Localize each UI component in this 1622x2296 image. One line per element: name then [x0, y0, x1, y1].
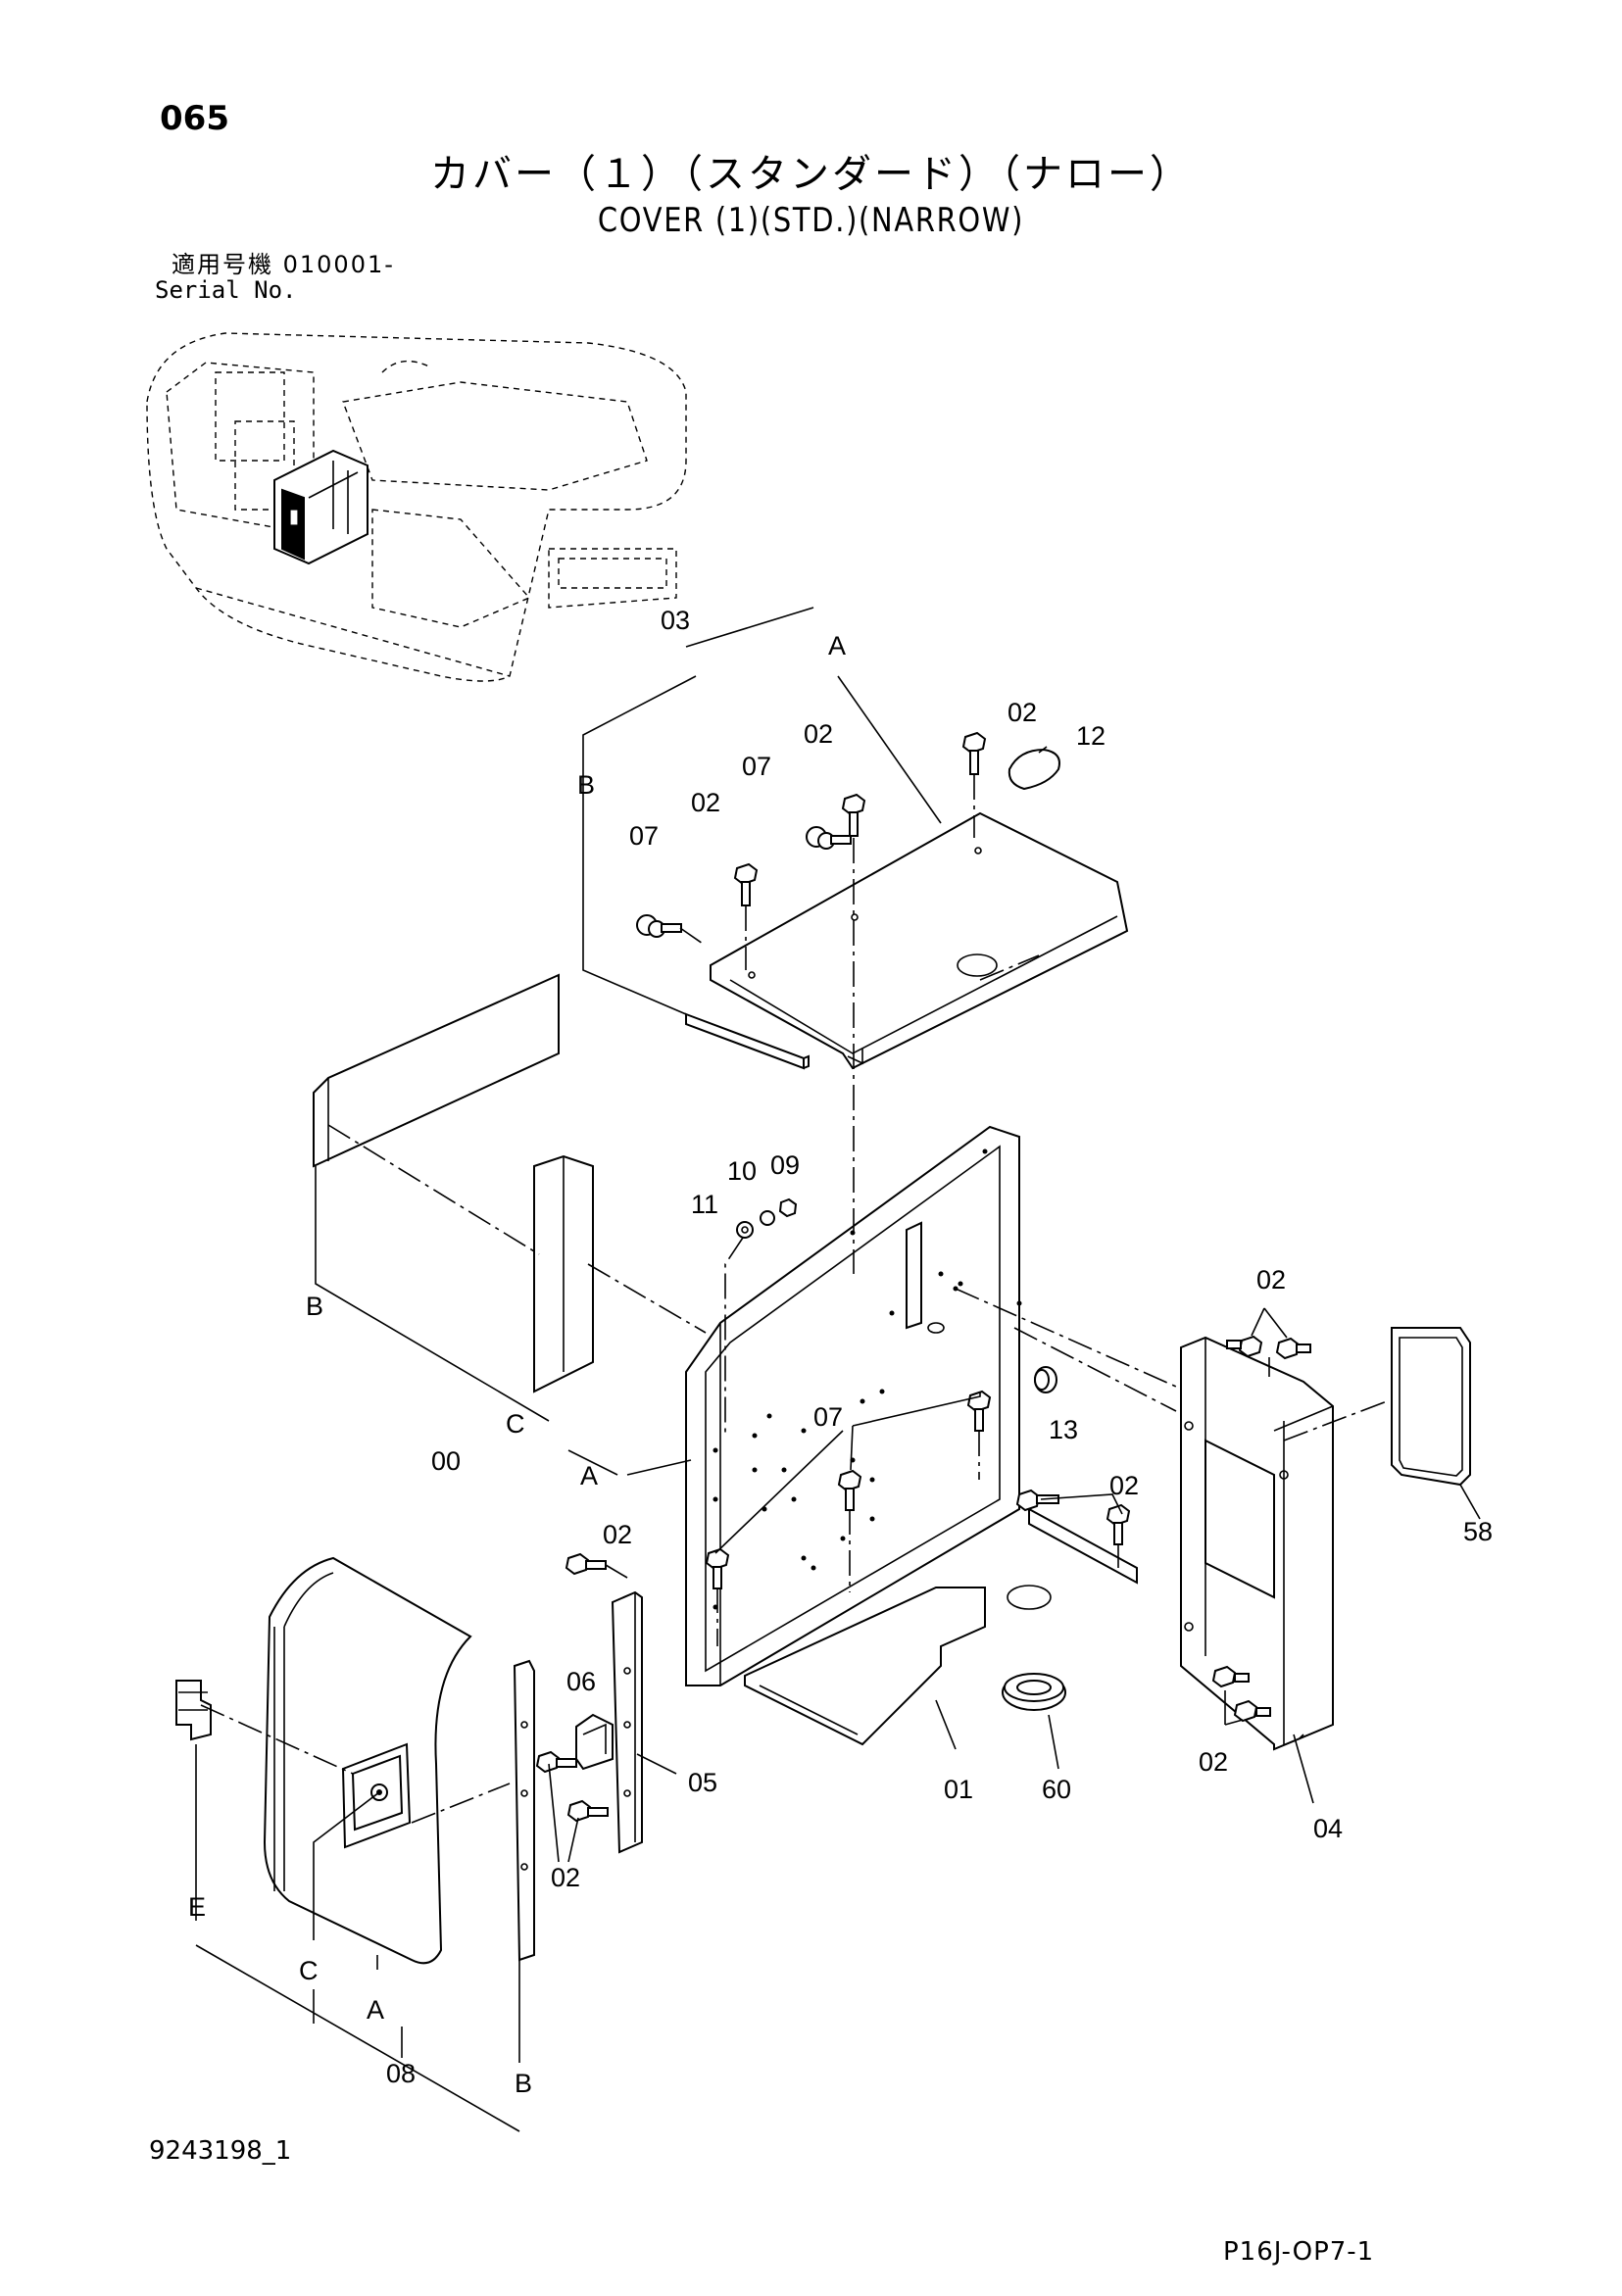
callout-02-g: 02: [551, 1863, 580, 1892]
callout-05: 05: [688, 1768, 717, 1797]
callout-60: 60: [1042, 1775, 1071, 1804]
bolt-02-top-right: [961, 731, 987, 775]
bolt-07-frame-mid: [837, 1469, 862, 1511]
bolt-02-frame-b: [1106, 1503, 1131, 1545]
callout-03: 03: [661, 606, 690, 635]
part-05-strip: [513, 1659, 535, 1962]
part-00-side-panel: [313, 973, 594, 1393]
part-05-bracket: [611, 1590, 643, 1854]
bolt-02-top-left: [733, 862, 759, 906]
callout-A-top: A: [828, 631, 846, 660]
bracket-bolts: [535, 1552, 609, 1823]
callout-02-c: 02: [691, 788, 720, 817]
hardware-09-10-11: [736, 1197, 798, 1239]
callout-C-low: C: [299, 1956, 319, 1985]
part-06-latch: [575, 1713, 614, 1771]
callout-A-mid: A: [580, 1461, 598, 1490]
side-cover-bolts: [1211, 1335, 1311, 1723]
part-03-top-cover: [685, 811, 1129, 1070]
bolt-07-top-left: [636, 914, 682, 938]
callout-01: 01: [944, 1775, 973, 1804]
serial-label-english: Serial No.: [155, 276, 297, 304]
sheet-code: P16J-OP7-1: [1223, 2237, 1375, 2267]
bolt-02-top-mid: [841, 793, 866, 837]
callout-B-low: B: [515, 2069, 532, 2098]
callout-07-c: 07: [813, 1402, 843, 1432]
callout-02-d: 02: [1256, 1265, 1286, 1295]
part-12-cap: [1008, 746, 1060, 791]
callout-07-b: 07: [629, 821, 659, 851]
callout-00: 00: [431, 1446, 461, 1476]
machine-location-view: [146, 332, 687, 682]
callout-02-h: 02: [1199, 1747, 1228, 1777]
callout-11: 11: [691, 1190, 718, 1219]
page-number: 065: [160, 99, 229, 138]
callout-13: 13: [1049, 1415, 1078, 1444]
document-number: 9243198_1: [149, 2136, 292, 2166]
callout-02-f: 02: [603, 1520, 632, 1549]
callout-E: E: [188, 1892, 206, 1922]
callout-04: 04: [1313, 1814, 1343, 1843]
part-60-grommet: [1002, 1673, 1066, 1711]
serial-label-japanese: 適用号機 010001-: [172, 251, 395, 278]
callout-06: 06: [566, 1667, 596, 1696]
callout-C-mid: C: [506, 1409, 525, 1439]
bolt-07-top-mid: [806, 826, 852, 850]
callout-02-b: 02: [804, 719, 833, 749]
callout-02-e: 02: [1109, 1471, 1139, 1500]
part-01-main-frame: [685, 1125, 1138, 1746]
top-plate-bolts: [636, 731, 987, 938]
callout-10: 10: [727, 1156, 757, 1186]
callout-A-low: A: [367, 1995, 384, 2025]
callout-07-a: 07: [742, 752, 771, 781]
leader-lines: [195, 607, 1481, 2132]
callout-08: 08: [386, 2059, 416, 2088]
page-title-japanese: カバー（１）（スタンダード）（ナロー）: [430, 152, 1192, 197]
callout-B-mid: B: [306, 1292, 323, 1321]
part-58-seal: [1391, 1327, 1471, 1487]
callout-labels: 03 A B 02 12 02 07 02 07 10 09 11 02 B C…: [188, 606, 1493, 2098]
bolt-02-frame-a: [1015, 1489, 1059, 1512]
callout-B-left: B: [577, 770, 595, 800]
callout-58: 58: [1463, 1517, 1493, 1546]
part-04-side-cover: [1180, 1336, 1334, 1751]
part-13-grommet: [1034, 1366, 1057, 1393]
callout-02-a: 02: [1008, 698, 1037, 727]
callout-09: 09: [770, 1150, 800, 1180]
part-08-door: [175, 1556, 472, 1965]
page-title-english: COVER (1)(STD.)(NARROW): [597, 201, 1025, 240]
callout-12: 12: [1076, 721, 1106, 751]
bolt-07-frame-right: [966, 1390, 992, 1432]
